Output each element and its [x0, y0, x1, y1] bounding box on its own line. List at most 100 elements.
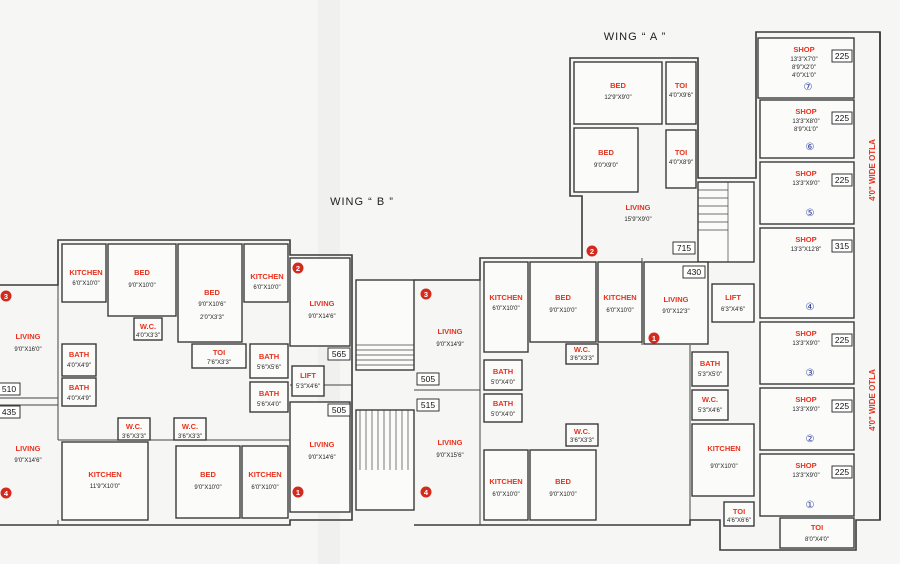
svg-text:KITCHEN: KITCHEN [489, 477, 522, 486]
svg-text:6'0"X10'0": 6'0"X10'0" [606, 308, 633, 314]
room-b-bath-1: BATH 4'0"X4'9" [61, 343, 97, 377]
flat-badge-a-l4: 4 [420, 486, 432, 498]
svg-text:5'0"X4'0": 5'0"X4'0" [491, 412, 515, 418]
room-a-living-l4: LIVING 9'0"X15'6" [436, 438, 463, 459]
room-a-bed-4: BED 9'0"X10'0" [529, 449, 597, 521]
room-b-bath-3: BATH 5'6"X5'6" [249, 343, 289, 379]
room-a-kitchen-3: KITCHEN 9'0"X10'0" [691, 423, 755, 497]
shop-dims: 13'3"X9'0" [792, 181, 819, 187]
shop-dims: 13'3"X8'0" [792, 119, 819, 125]
svg-text:5'3"X4'6": 5'3"X4'6" [296, 384, 320, 390]
svg-text:9'0"X10'6": 9'0"X10'6" [198, 302, 225, 308]
flat-badge-b-l4: 4 [0, 487, 12, 499]
svg-text:LIVING: LIVING [625, 203, 650, 212]
svg-text:2'0"X3'3": 2'0"X3'3" [200, 315, 224, 321]
room-b-living-left-2: LIVING 9'0"X14'6" [14, 444, 41, 464]
svg-text:3: 3 [4, 292, 8, 301]
shop-number: ⑤ [806, 208, 815, 219]
svg-text:KITCHEN: KITCHEN [69, 268, 102, 277]
room-b-kitchen-4: KITCHEN 6'0"X10'0" [241, 445, 289, 519]
room-a-bed-1: BED 12'9"X9'0" [573, 61, 663, 125]
svg-text:BED: BED [598, 148, 614, 157]
wing-b-label: WING “ B ” [330, 196, 394, 208]
shop-number: ② [806, 434, 815, 445]
svg-text:BATH: BATH [700, 359, 720, 368]
svg-text:BATH: BATH [69, 383, 89, 392]
svg-text:BED: BED [610, 81, 626, 90]
shop-area: 225 [835, 335, 849, 345]
svg-text:9'0"X14'6": 9'0"X14'6" [14, 458, 41, 464]
svg-text:5'0"X4'0": 5'0"X4'0" [491, 380, 515, 386]
room-a-living-top: LIVING 15'9"X9'0" [624, 203, 651, 223]
shop-name: SHOP [795, 169, 816, 178]
area-tag-b-living-left-2: 435 [0, 405, 21, 419]
svg-text:4'6"X6'6": 4'6"X6'6" [727, 518, 751, 524]
shop-area: 225 [835, 467, 849, 477]
svg-text:7'6"X3'3": 7'6"X3'3" [207, 360, 231, 366]
room-a-wc-3: W.C. 3'6"X3'3" [565, 423, 599, 447]
svg-text:W.C.: W.C. [182, 422, 198, 431]
room-a-kitchen-1: KITCHEN 6'0"X10'0" [483, 261, 529, 353]
room-b-wc-1: W.C. 4'0"X3'3" [133, 317, 163, 341]
room-a-bath-3: BATH 5'3"X5'0" [691, 351, 729, 387]
svg-text:KITCHEN: KITCHEN [707, 444, 740, 453]
svg-text:3'6"X3'3": 3'6"X3'3" [178, 434, 202, 440]
room-b-bath-4: BATH 5'6"X4'0" [249, 381, 289, 413]
svg-text:KITCHEN: KITCHEN [88, 470, 121, 479]
shop-area: 225 [835, 113, 849, 123]
svg-text:BATH: BATH [259, 352, 279, 361]
svg-text:KITCHEN: KITCHEN [489, 293, 522, 302]
wing-a-label: WING “ A ” [604, 31, 667, 43]
svg-text:4: 4 [424, 488, 429, 497]
svg-text:LIFT: LIFT [725, 293, 741, 302]
svg-text:9'0"X10'0": 9'0"X10'0" [194, 485, 221, 491]
svg-text:4'0"X4'9": 4'0"X4'9" [67, 363, 91, 369]
svg-text:1: 1 [296, 488, 300, 497]
svg-text:BED: BED [555, 293, 571, 302]
svg-text:W.C.: W.C. [140, 322, 156, 331]
svg-text:BED: BED [134, 268, 150, 277]
svg-text:W.C.: W.C. [702, 395, 718, 404]
room-b-kitchen-2: KITCHEN 6'0"X10'0" [243, 243, 289, 303]
svg-text:4'0"X8'9": 4'0"X8'9" [669, 160, 693, 166]
flat-badge-b-r2: 2 [292, 262, 304, 274]
shop-number: ③ [806, 368, 815, 379]
room-a-bed-3: BED 9'0"X10'0" [529, 261, 597, 343]
svg-text:9'0"X10'0": 9'0"X10'0" [549, 308, 576, 314]
room-b-wc-3: W.C. 3'6"X3'3" [173, 417, 207, 441]
svg-text:6'0"X10'0": 6'0"X10'0" [72, 281, 99, 287]
area-tag-a-living-top: 715 [672, 241, 696, 255]
room-a-bed-2: BED 9'0"X9'0" [573, 127, 639, 193]
flat-badge-b-l3: 3 [0, 290, 12, 302]
room-b-bed-2: BED 9'0"X10'6" 2'0"X3'3" [177, 243, 243, 343]
svg-text:6'0"X10'0": 6'0"X10'0" [253, 285, 280, 291]
room-a-bath-1: BATH 5'0"X4'0" [483, 359, 523, 391]
shop-number: ① [806, 500, 815, 511]
svg-text:715: 715 [677, 243, 691, 253]
area-tag-b-living-left-1: 510 [0, 382, 21, 396]
svg-text:4'0"X9'6": 4'0"X9'6" [669, 93, 693, 99]
shop-dims: 8'9"X2'0" [792, 65, 816, 71]
svg-text:6'3"X4'6": 6'3"X4'6" [721, 307, 745, 313]
shop-name: SHOP [795, 235, 816, 244]
room-a-bath-2: BATH 5'0"X4'0" [483, 393, 523, 423]
svg-text:TOI: TOI [811, 523, 823, 532]
room-a-wc-2: W.C. 5'3"X4'6" [691, 389, 729, 421]
wing-b-staircase-lower [355, 409, 415, 511]
svg-text:3'6"X3'3": 3'6"X3'3" [570, 438, 594, 444]
svg-text:BATH: BATH [69, 350, 89, 359]
svg-text:4'0"X4'9": 4'0"X4'9" [67, 396, 91, 402]
svg-text:9'0"X12'3": 9'0"X12'3" [662, 309, 689, 315]
svg-text:15'9"X9'0": 15'9"X9'0" [624, 217, 651, 223]
room-b-bath-2: BATH 4'0"X4'9" [61, 377, 97, 407]
room-b-living-left-1: LIVING 9'0"X16'0" [14, 332, 41, 353]
svg-text:2: 2 [590, 247, 594, 256]
area-tag-a-living-mid: 430 [682, 265, 706, 279]
